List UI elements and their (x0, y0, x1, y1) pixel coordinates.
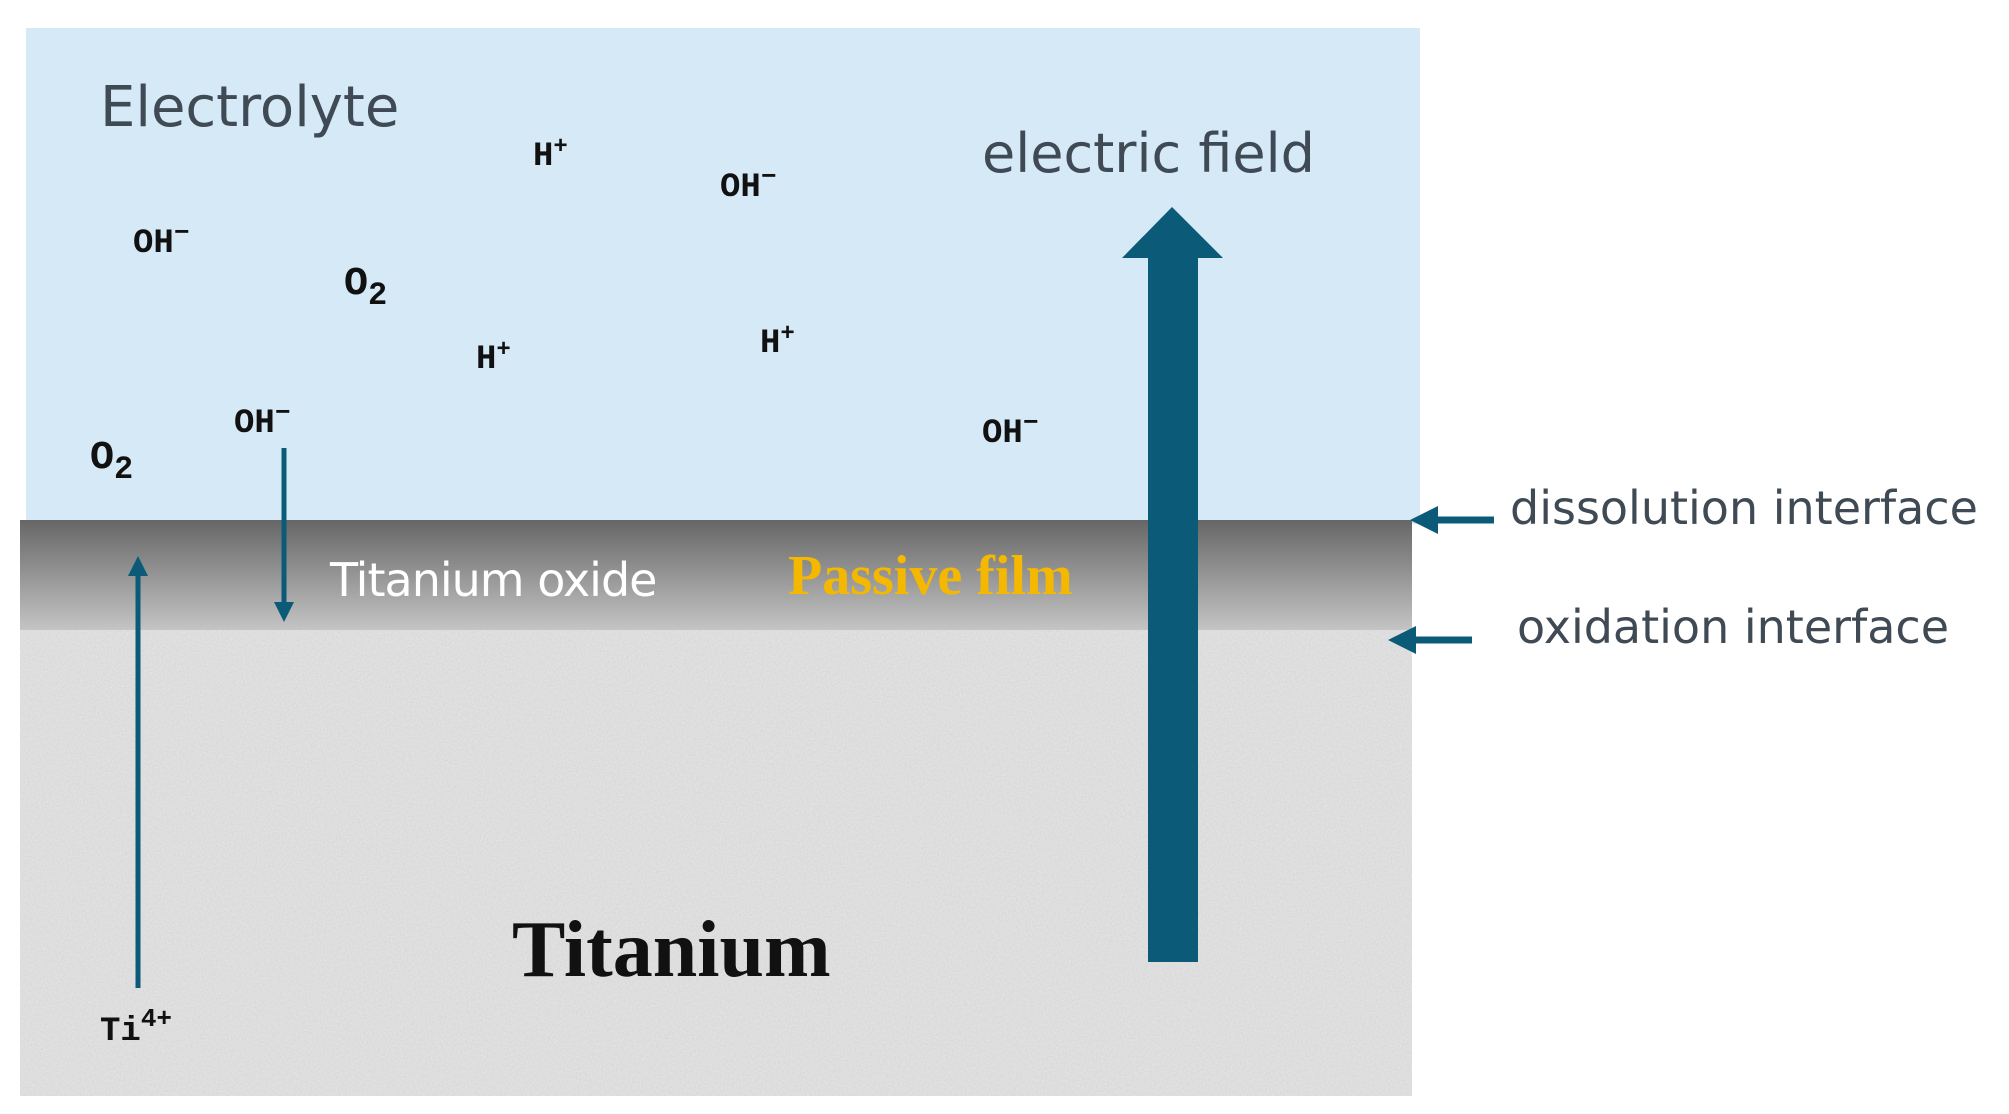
species-h-plus: H+ (476, 337, 511, 379)
species-h-plus: H+ (533, 134, 568, 176)
species-oh-minus: OH− (720, 162, 776, 207)
species-group: H+ OH− OH− O2 H+ H+ OH− O2 OH− (90, 134, 1038, 488)
oxide-layer (20, 520, 1412, 630)
dissolution-interface-label: dissolution interface (1510, 481, 1978, 535)
species-oh-minus: OH− (234, 398, 290, 443)
ti-ion-label: Ti4+ (100, 1004, 172, 1051)
species-o2: O2 (90, 436, 133, 488)
species-oh-minus: OH− (982, 408, 1038, 453)
species-o2: O2 (344, 262, 387, 314)
passive-film-label: Passive film (788, 545, 1073, 607)
titanium-oxide-label: Titanium oxide (329, 553, 656, 607)
electric-field-label: electric field (982, 122, 1315, 185)
species-oh-minus: OH− (133, 218, 189, 263)
titanium-region (20, 628, 1412, 1096)
electrolyte-label: Electrolyte (100, 75, 399, 140)
electric-field-arrow (1122, 207, 1223, 962)
oxidation-interface-label: oxidation interface (1517, 600, 1949, 654)
species-h-plus: H+ (760, 321, 795, 363)
titanium-label: Titanium (512, 906, 831, 994)
